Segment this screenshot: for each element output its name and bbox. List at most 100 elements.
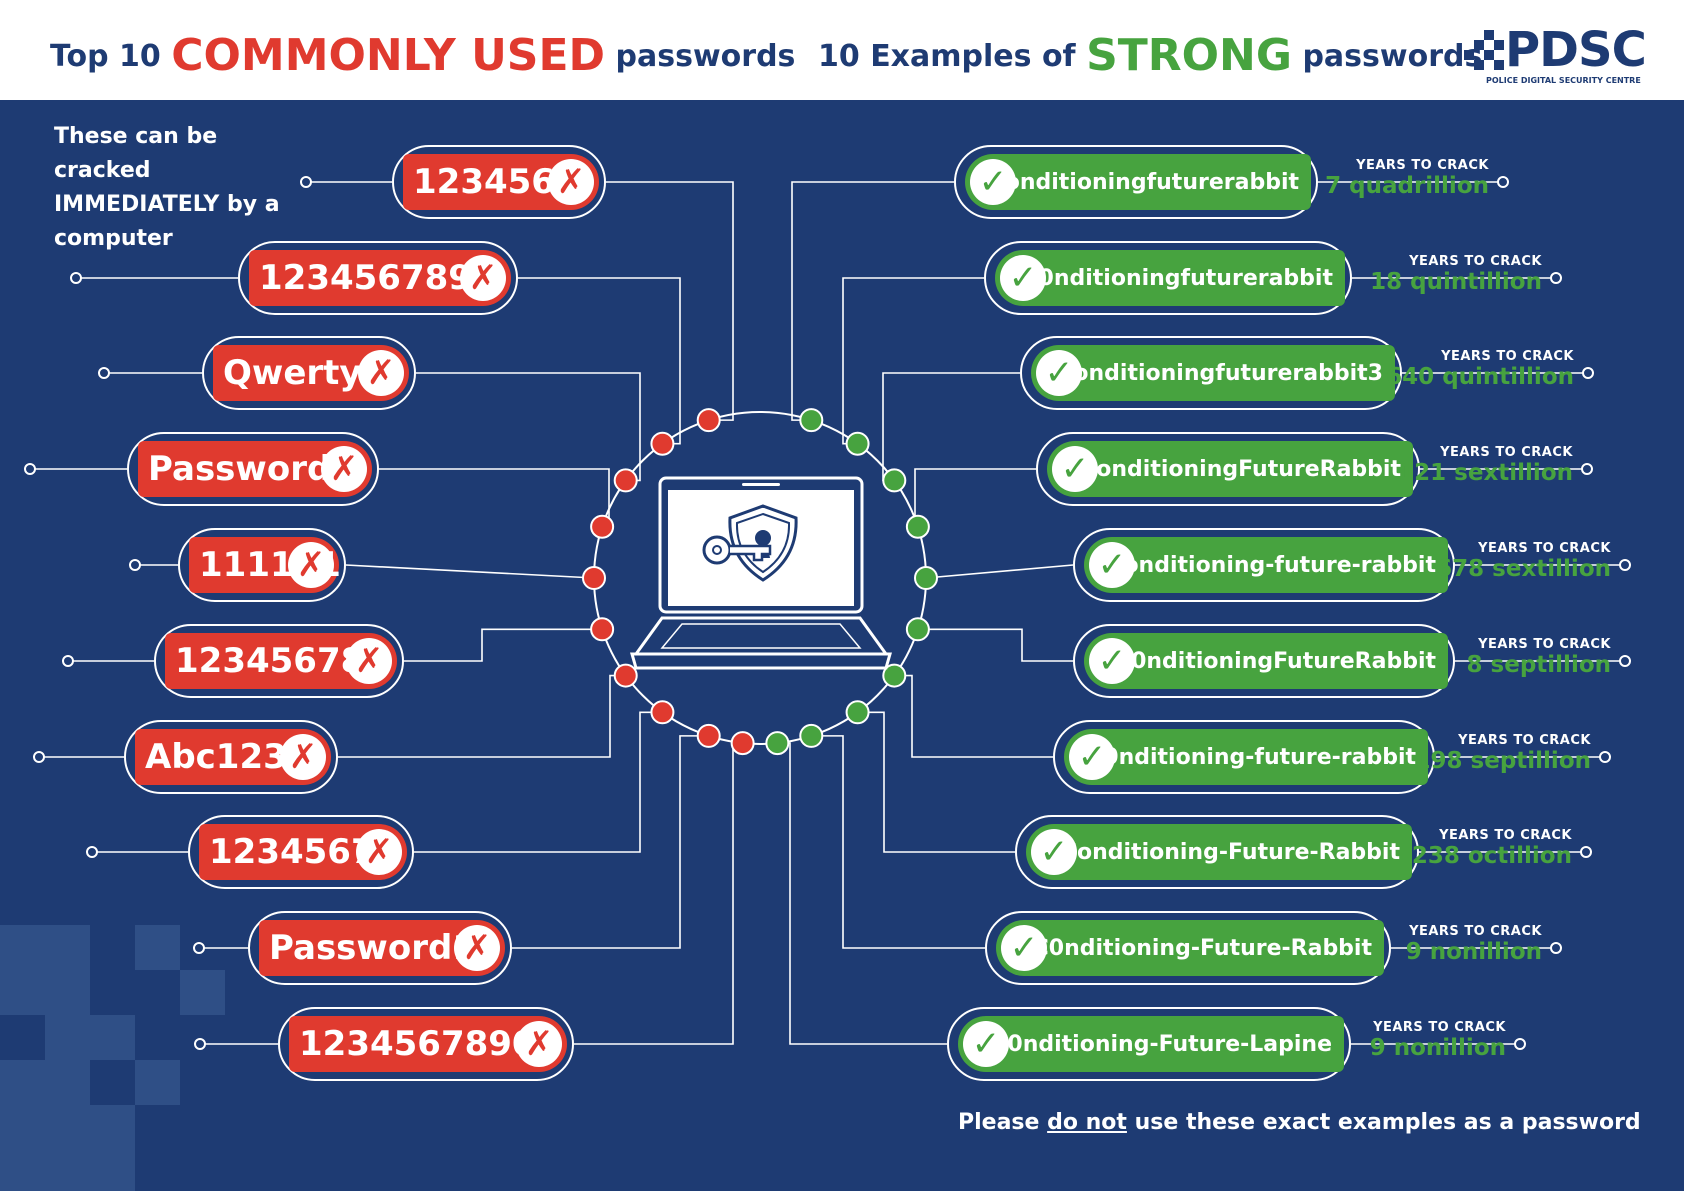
cross-icon: ✗: [321, 446, 367, 492]
years-to-crack-label: YEARS TO CRACK: [1458, 733, 1591, 748]
weak-password-pill: Password✗: [138, 441, 372, 497]
cracked-immediately-note: These can be cracked IMMEDIATELY by a co…: [54, 120, 314, 256]
strong-password-badge: ✓c0nditioningfuturerabbit: [984, 241, 1352, 315]
strong-ring-node: [905, 617, 930, 642]
strong-ring-node: [765, 731, 790, 756]
strong-title-emphasis: STRONG: [1086, 30, 1292, 81]
cracked-note-text: These can be cracked IMMEDIATELY by a co…: [54, 124, 280, 251]
strong-password-badge: ✓conditioning-future-rabbit: [1073, 528, 1455, 602]
weak-password-badge: 1234567890✗: [278, 1007, 574, 1081]
wire-lines: [30, 181, 1625, 1045]
weak-password-badge: 123456✗: [392, 145, 606, 219]
weak-end-dot: [193, 942, 205, 954]
strong-ring-node: [914, 566, 938, 590]
weak-wire: [606, 181, 734, 421]
footer-emphasis: do not: [1047, 1110, 1127, 1135]
years-to-crack-label: YEARS TO CRACK: [1439, 828, 1572, 843]
strong-wire: [811, 735, 985, 949]
strong-wire: [917, 628, 1073, 662]
weak-password-text: 1234567: [209, 832, 375, 872]
strong-end-dot: [1581, 463, 1593, 475]
check-icon: ✓: [1089, 638, 1135, 684]
weak-wire: [379, 468, 610, 528]
weak-password-text: Abc123: [145, 737, 287, 777]
end-dots: [24, 176, 1631, 1050]
strong-end-dot: [1550, 272, 1562, 284]
check-icon: ✓: [970, 159, 1016, 205]
weak-password-pill: Qwerty✗: [213, 345, 409, 401]
cross-icon: ✗: [358, 350, 404, 396]
strong-password-pill: ✓conditioningfuturerabbit: [965, 154, 1311, 210]
weak-password-text: 123456789: [259, 258, 472, 298]
years-to-crack-value: 9 nonillion: [1405, 939, 1542, 965]
weak-password-text: 12345678: [175, 641, 365, 681]
weak-wire: [404, 628, 603, 662]
weak-password-text: Qwerty: [223, 353, 362, 393]
strong-ring-node: [845, 431, 870, 456]
strong-section-title: 10 Examples of STRONG passwords: [818, 30, 1482, 81]
strong-password-pill: ✓c0nditioning-future-rabbit: [1064, 729, 1428, 785]
weak-wire: [512, 735, 709, 949]
strong-wire: [857, 711, 1015, 853]
weak-password-pill: Abc123✗: [135, 729, 331, 785]
cross-icon: ✗: [454, 925, 500, 971]
cross-icon: ✗: [346, 638, 392, 684]
cross-icon: ✗: [516, 1021, 562, 1067]
weak-ring-node: [582, 566, 606, 590]
strong-title-suffix: passwords: [1302, 39, 1483, 74]
weak-end-dot: [86, 846, 98, 858]
years-to-crack-label: YEARS TO CRACK: [1356, 158, 1489, 173]
weak-ring-node: [613, 663, 638, 688]
years-to-crack-value: 121 sextillion: [1398, 460, 1573, 486]
footer-prefix: Please: [958, 1110, 1040, 1135]
weak-ring-node: [650, 700, 675, 725]
strong-password-pill: ✓Conditioning-Future-Rabbit: [1026, 824, 1412, 880]
pdsc-logo: PDSC POLICE DIGITAL SECURITY CENTRE: [1460, 22, 1660, 88]
strong-ring-node: [882, 663, 907, 688]
strong-wire: [894, 674, 1053, 758]
weak-password-badge: 123456789✗: [238, 241, 518, 315]
strong-ring-node: [799, 723, 824, 748]
years-to-crack-value: 238 octillion: [1411, 843, 1572, 869]
weak-ring-node: [590, 617, 615, 642]
weak-password-pill: 123456789✗: [249, 250, 511, 306]
weak-password-pill: Password1✗: [259, 920, 505, 976]
strong-title-prefix: 10 Examples of: [818, 39, 1076, 74]
strong-password-pill: ✓conditioningfuturerabbit3: [1031, 345, 1395, 401]
cross-icon: ✗: [548, 159, 594, 205]
strong-password-text: conditioningfuturerabbit: [991, 169, 1299, 195]
check-icon: ✓: [1031, 829, 1077, 875]
years-to-crack-value: 640 quintillion: [1386, 364, 1574, 390]
years-to-crack-value: 8 septillion: [1466, 652, 1611, 678]
weak-password-badge: Password1✗: [248, 911, 512, 985]
weak-ring-node: [650, 431, 675, 456]
strong-end-dot: [1619, 559, 1631, 571]
strong-password-text: C0nditioning-Future-Lapine: [991, 1031, 1332, 1057]
strong-end-dot: [1619, 655, 1631, 667]
weak-password-badge: Password✗: [127, 432, 379, 506]
strong-password-badge: ✓conditioningfuturerabbit3: [1020, 336, 1402, 410]
strong-password-text: ConditioningFutureRabbit: [1080, 456, 1401, 482]
weak-end-dot: [300, 176, 312, 188]
strong-end-dot: [1514, 1038, 1526, 1050]
weak-password-badge: Abc123✗: [124, 720, 338, 794]
years-to-crack-label: YEARS TO CRACK: [1478, 541, 1611, 556]
years-to-crack-value: 678 sextillion: [1436, 556, 1611, 582]
logo-subtitle: POLICE DIGITAL SECURITY CENTRE: [1486, 76, 1641, 85]
strong-password-text: C0nditioningFutureRabbit: [1114, 648, 1436, 674]
strong-password-badge: ✓c0nditioning-future-rabbit: [1053, 720, 1435, 794]
weak-wire: [416, 372, 641, 482]
years-to-crack-value: 9 nonillion: [1369, 1035, 1506, 1061]
strong-password-badge: ✓C0nditioningFutureRabbit: [1073, 624, 1455, 698]
header-bar: Top 10 COMMONLY USED passwords 10 Exampl…: [0, 0, 1684, 100]
logo-wordmark: PDSC: [1505, 22, 1647, 78]
weak-password-text: Password: [148, 449, 332, 489]
weak-password-pill: 1234567890✗: [289, 1016, 567, 1072]
weak-title-prefix: Top 10: [50, 39, 161, 74]
